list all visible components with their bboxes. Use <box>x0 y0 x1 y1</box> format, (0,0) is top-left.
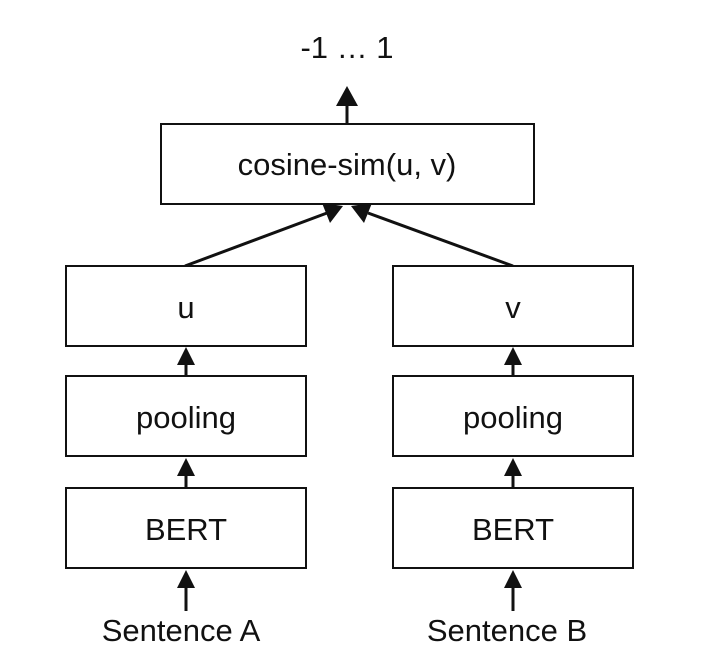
right-bert-box: BERT <box>392 487 634 569</box>
u-embedding-label: u <box>177 290 194 325</box>
right-bert-to-pooling-arrow <box>504 458 522 488</box>
output-arrow <box>336 86 358 124</box>
output-range-label: -1 … 1 <box>300 30 393 65</box>
right-bert-label: BERT <box>472 512 554 547</box>
right-pooling-box: pooling <box>392 375 634 457</box>
left-bert-box: BERT <box>65 487 307 569</box>
u-embedding-box: u <box>65 265 307 347</box>
left-pooling-to-u-arrow <box>177 347 195 376</box>
sentence-b-label: Sentence B <box>427 613 587 648</box>
v-to-cosine-arrow <box>351 203 514 268</box>
right-pooling-label: pooling <box>463 400 563 435</box>
left-pooling-label: pooling <box>136 400 236 435</box>
right-pooling-to-v-arrow <box>504 347 522 376</box>
cosine-sim-label: cosine-sim(u, v) <box>238 147 457 182</box>
sentence-a-label: Sentence A <box>102 613 261 648</box>
v-embedding-label: v <box>505 290 521 325</box>
v-embedding-box: v <box>392 265 634 347</box>
sentence-a-to-bert-arrow <box>177 570 195 611</box>
left-bert-to-pooling-arrow <box>177 458 195 488</box>
left-bert-label: BERT <box>145 512 227 547</box>
sentence-b-to-bert-arrow <box>504 570 522 611</box>
cosine-sim-box: cosine-sim(u, v) <box>160 123 535 205</box>
u-to-cosine-arrow <box>184 203 343 268</box>
left-pooling-box: pooling <box>65 375 307 457</box>
